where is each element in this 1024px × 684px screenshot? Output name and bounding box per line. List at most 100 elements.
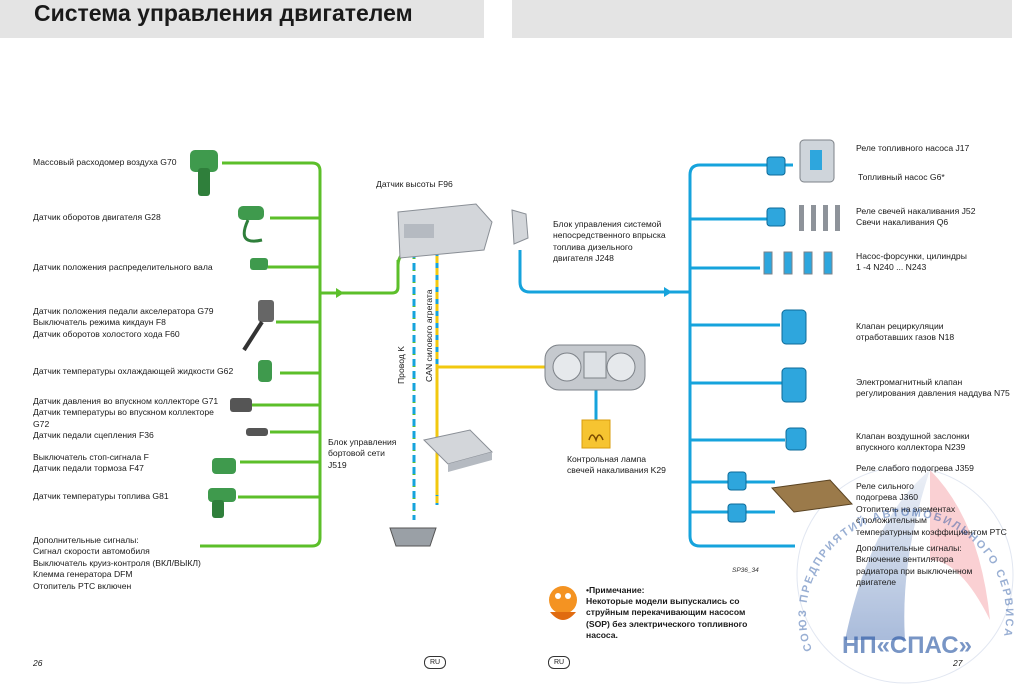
text-line: Датчик положения педали акселератора G79 — [33, 306, 214, 316]
label-engine-ecu: Блок управления системой непосредственно… — [553, 219, 666, 265]
header-bar-right — [512, 0, 1012, 38]
text-line: насоса. — [586, 629, 618, 640]
text-line: J519 — [328, 459, 347, 470]
label-unit-injectors: Насос-форсунки, цилиндры 1 -4 N240 ... N… — [856, 251, 967, 274]
text-line: Выключатель круиз-контроля (ВКЛ/ВЫКЛ) — [33, 557, 201, 568]
text-line: Клапан воздушной заслонки — [856, 431, 970, 441]
text-line: Электромагнитный клапан — [856, 377, 963, 387]
text-line: бортовой сети — [328, 448, 385, 459]
text-line: топлива дизельного — [553, 241, 633, 252]
label-fuel-pump-relay: Реле топливного насоса J17 — [856, 143, 969, 154]
label-intake-flap-valve: Клапан воздушной заслонки впускного колл… — [856, 431, 969, 454]
figure-code: SP36_34 — [732, 567, 759, 574]
text-line: впускного коллектора N239 — [856, 442, 966, 453]
text-line: Датчик температуры охлаждающей жидкости … — [33, 366, 234, 376]
text-line: температурным коэффициентом PTC — [856, 526, 1007, 537]
high-heat-relay-icon — [727, 503, 747, 523]
label-glow-plug-lamp: Контрольная лампа свечей накаливания K29 — [567, 454, 666, 477]
brake-switch-icon — [212, 458, 236, 474]
text-line: свечей накаливания K29 — [567, 465, 666, 476]
label-engine-speed-sensor: Датчик оборотов двигателя G28 — [33, 212, 161, 223]
text-line: Датчик педали тормоза F47 — [33, 463, 144, 474]
text-line: радиатора при выключенном — [856, 565, 973, 576]
language-badge-right: RU — [548, 656, 570, 669]
green-wiring — [200, 161, 412, 548]
note-box: •Примечание: Некоторые модели выпускалис… — [586, 585, 747, 641]
text-line: Реле сильного — [856, 481, 914, 491]
label-coolant-temperature-sensor: Датчик температуры охлаждающей жидкости … — [33, 366, 233, 377]
label-mass-airflow-meter: Массовый расходомер воздуха G70 — [33, 157, 177, 168]
intake-flap-valve-icon — [785, 427, 807, 451]
text-line: Реле слабого подогрева J359 — [856, 463, 974, 473]
watermark-text: НП«СПАС» — [842, 632, 972, 659]
glow-relay-icon — [766, 207, 786, 227]
glow-plugs-icon — [799, 205, 840, 231]
accelerator-pedal-sensor-icon — [242, 300, 274, 352]
text-line: Клапан рециркуляции — [856, 321, 944, 331]
text-line: Дополнительные сигналы: — [33, 535, 139, 545]
text-line: Выключатель режима кикдаун F8 — [33, 317, 166, 328]
text-line: Выключатель стоп-сигнала F — [33, 452, 149, 462]
text-line: G72 — [33, 418, 50, 429]
injectors-icon — [763, 251, 833, 275]
text-line: Блок управления системой — [553, 219, 662, 229]
clutch-pedal-sensor-icon — [246, 428, 268, 436]
label-brake-switch: Выключатель стоп-сигнала F Датчик педали… — [33, 452, 149, 475]
text-line: двигателя J248 — [553, 253, 614, 264]
mass-airflow-sensor-icon — [190, 150, 218, 196]
text-line: Сигнал скорости автомобиля — [33, 546, 150, 557]
label-low-heat-relay: Реле слабого подогрева J359 — [856, 463, 974, 474]
language-badge-left: RU — [424, 656, 446, 669]
label-k-wire: Провод K — [396, 346, 406, 384]
label-fuel-temperature-sensor: Датчик температуры топлива G81 — [33, 491, 169, 502]
text-line: регулирования давления наддува N75 — [856, 388, 1010, 399]
label-onboard-network-unit: Блок управления бортовой сети J519 — [328, 437, 396, 471]
label-fuel-pump: Топливный насос G6* — [858, 172, 945, 183]
text-line: Реле топливного насоса J17 — [856, 143, 970, 153]
glow-plug-lamp-icon — [581, 419, 611, 449]
text-line: Датчик положения распределительного вала — [33, 262, 213, 272]
text-line: Датчик температуры топлива G81 — [33, 491, 169, 501]
ecu-icon — [397, 203, 529, 259]
egr-valve-icon — [781, 309, 807, 345]
text-line: Контрольная лампа — [567, 454, 647, 464]
note-heading: •Примечание: — [586, 585, 645, 595]
label-altitude-sensor: Датчик высоты F96 — [376, 179, 453, 190]
label-clutch-pedal-sensor: Датчик педали сцепления F36 — [33, 430, 154, 441]
text-line: с положительным — [856, 515, 927, 526]
watermark-logo — [796, 466, 1014, 684]
page-number-left: 26 — [33, 658, 43, 668]
instrument-cluster-icon — [544, 344, 646, 391]
low-heat-relay-icon — [727, 471, 747, 491]
text-line: двигателе — [856, 577, 897, 588]
label-accelerator-pedal-sensor: Датчик положения педали акселератора G79… — [33, 306, 214, 340]
text-line: подогрева J360 — [856, 492, 919, 503]
text-line: Отопитель на элементах — [856, 503, 956, 514]
mascot-icon — [549, 586, 577, 620]
text-line: отработавших газов N18 — [856, 332, 955, 343]
camshaft-sensor-icon — [250, 258, 268, 270]
text-line: Дополнительные сигналы: — [856, 543, 962, 553]
text-line: Свечи накаливания Q6 — [856, 217, 949, 228]
onboard-network-unit-icon — [422, 429, 493, 472]
engine-speed-sensor-icon — [238, 206, 264, 243]
label-boost-pressure-valve: Электромагнитный клапан регулирования да… — [856, 377, 1010, 400]
fuel-pump-relay-icon — [766, 156, 786, 176]
label-high-heat-relay: Реле сильного подогрева J360 Отопитель н… — [856, 481, 1007, 538]
text-line: Датчик педали сцепления F36 — [33, 430, 154, 440]
text-line: Датчик оборотов холостого хода F60 — [33, 328, 180, 339]
label-glow-plug-relay: Реле свечей накаливания J52 Свечи накали… — [856, 206, 976, 229]
manifold-pressure-sensor-icon — [230, 398, 252, 412]
diagnostic-connector-icon — [389, 527, 437, 547]
text-line: Блок управления — [328, 437, 397, 447]
text-line: Массовый расходомер воздуха G70 — [33, 157, 177, 167]
text-line: Датчик давления во впускном коллекторе G… — [33, 396, 219, 406]
fuel-temp-sensor-icon — [208, 488, 236, 518]
text-line: Датчик температуры во впускном коллектор… — [33, 407, 214, 418]
label-egr-valve: Клапан рециркуляции отработавших газов N… — [856, 321, 954, 344]
text-line: Некоторые модели выпускались со — [586, 596, 740, 607]
label-additional-output-signals: Дополнительные сигналы: Включение вентил… — [856, 543, 972, 589]
coolant-temp-sensor-icon — [258, 360, 272, 382]
label-can-bus: CAN силового агрегата — [424, 289, 434, 382]
boost-valve-icon — [781, 367, 807, 403]
